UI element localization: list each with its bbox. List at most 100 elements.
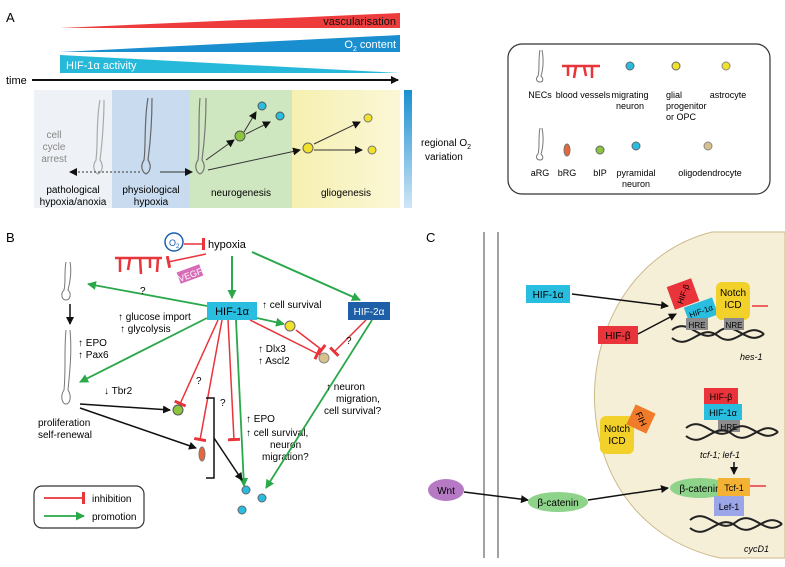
- legend-astrocyte: astrocyte: [710, 90, 747, 100]
- prolif-label-2: self-renewal: [38, 430, 92, 441]
- lef1-label: Lef-1: [719, 502, 740, 512]
- glial-progenitor-icon: [671, 61, 681, 71]
- hif1a-to-rg: [79, 317, 208, 383]
- glucose-import-label: ↑ glucose import: [118, 312, 191, 323]
- hifb-nuclear-2: [704, 388, 738, 404]
- hif-activity-wedge: [60, 55, 400, 73]
- rg-cell-b: [61, 329, 72, 405]
- hes1-gene-label: hes-1: [740, 352, 763, 362]
- survival2-label-2: neuron: [270, 440, 301, 451]
- stage-physiological-2: hypoxia: [134, 197, 169, 208]
- stage-physiological-1: physiological: [122, 185, 179, 196]
- tcf1-label: Tcf-1: [724, 483, 744, 493]
- neuron-cluster-3: [237, 505, 247, 515]
- o2-circle-label: O2: [169, 238, 180, 250]
- vegf-label: VEGF: [177, 266, 204, 284]
- glycolysis-label: ↑ glycolysis: [120, 324, 171, 335]
- ascl2-label: ↑ Ascl2: [258, 356, 290, 367]
- legend-oligodendrocyte: oligodendrocyte: [678, 168, 742, 178]
- stage-pathological-2: hypoxia/anoxia: [40, 197, 107, 208]
- vegf-to-vessel: [165, 253, 207, 269]
- legend-promotion-label: promotion: [92, 512, 136, 523]
- legend-or-opc: or OPC: [666, 112, 697, 122]
- vegf-tag: [176, 264, 204, 284]
- hifb-nuclear-1: [666, 278, 700, 310]
- migr-label-3: cell survival?: [324, 406, 382, 417]
- tcf-lef-gene-label: tcf-1; lef-1: [700, 450, 740, 460]
- cell-survival-label: ↑ cell survival: [262, 300, 321, 311]
- cell-legend-box: [507, 43, 771, 195]
- cell-cycle-arrest-3: arrest: [41, 154, 67, 165]
- tcf1-box: [718, 478, 750, 496]
- cell-cycle-arrest-1: cell: [46, 130, 61, 141]
- stage-neurogenesis-bg: [190, 90, 292, 208]
- hif1a-to-neurons: [235, 319, 249, 487]
- regional-o2-gradient-bar: [404, 90, 412, 208]
- rg-to-brg: [79, 407, 197, 450]
- glial-progenitor-b: [284, 320, 296, 332]
- hypoxia-to-hif2a: [251, 251, 361, 301]
- wnt-oval: [428, 479, 464, 501]
- q-neuron: ?: [220, 398, 226, 409]
- legend-migrating: migrating: [611, 90, 648, 100]
- legend-neuron: neuron: [616, 101, 644, 111]
- arrow-neuro-to-glio: [207, 147, 301, 171]
- astrocyte-b: [367, 145, 377, 155]
- legend-b-box: [33, 485, 145, 529]
- epo-label: ↑ EPO: [78, 338, 107, 349]
- bcatenin-cyto: [528, 492, 588, 512]
- cycd1-gene-label: cycD1: [744, 544, 769, 554]
- astrocyte-a: [363, 113, 373, 123]
- legend-necs: NECs: [528, 90, 552, 100]
- wnt-label: Wnt: [437, 486, 455, 497]
- panel-label-a: A: [6, 10, 15, 25]
- notch-icd-box: [600, 416, 634, 454]
- hifb-import-arrow: [637, 313, 677, 335]
- glial-progenitor-a: [302, 142, 314, 154]
- vascularisation-label: vascularisation: [323, 16, 396, 28]
- o2-circle: [164, 232, 184, 252]
- notch-nuclear-1: Notch: [720, 288, 746, 299]
- bracket-to-neurons: [213, 437, 243, 481]
- arg-icon: [536, 127, 544, 161]
- hif1a-cyto-box: [526, 285, 570, 303]
- bip-b: [172, 404, 184, 416]
- stage-pathological-1: pathological: [46, 185, 99, 196]
- vascularisation-wedge: [60, 13, 400, 28]
- nre-box: [724, 318, 744, 330]
- hifb-cyto-box: [598, 326, 638, 344]
- hif1a-import-arrow: [571, 293, 669, 310]
- bcatenin-cyto-label: β-catenin: [537, 498, 578, 509]
- legend-arg: aRG: [531, 168, 550, 178]
- notch-icd-nuclear: [716, 282, 750, 320]
- o2-content-label: O2 content: [344, 39, 396, 53]
- prolif-label-1: proliferation: [38, 418, 90, 429]
- arrow-glio-astro1: [313, 121, 361, 145]
- cell-cycle-arrest-2: cycle: [43, 142, 66, 153]
- migrating-neuron-icon: [625, 61, 635, 71]
- hre-box-1: [686, 318, 708, 330]
- migr-label-2: migration,: [336, 394, 380, 405]
- bcatenin-nuclear: [670, 478, 730, 498]
- blood-vessel-icon: [562, 64, 600, 79]
- panel-label-b: B: [6, 230, 15, 245]
- arrow-neuro-bip: [205, 139, 235, 161]
- neuron-cluster-2: [257, 493, 267, 503]
- hif2a-box: [348, 302, 390, 320]
- regional-o2-label-2: variation: [425, 152, 463, 163]
- hif1a-cyto-label: HIF-1α: [533, 290, 564, 301]
- pyramidal-neuron-icon: [631, 141, 641, 151]
- hif1a-inhib-neurons: [227, 319, 241, 442]
- hif1a-inhib-bip: [174, 319, 219, 408]
- oligodendrocyte-b: [318, 352, 330, 364]
- dna-cycd1: [689, 515, 783, 533]
- regional-o2-label-1: regional O2: [421, 138, 471, 151]
- hif1a-nuclear-2-label: HIF-1α: [709, 408, 737, 418]
- bip-icon: [595, 145, 605, 155]
- arrested-nec-cell: [93, 99, 105, 175]
- survival2-label-1: ↑ cell survival,: [246, 428, 308, 439]
- blood-vessel-b: [115, 256, 162, 275]
- legend-pyramidal-neuron: neuron: [622, 179, 650, 189]
- hif2a-to-neurons: [265, 319, 373, 489]
- bcatenin-nuclear-label: β-catenin: [679, 484, 720, 495]
